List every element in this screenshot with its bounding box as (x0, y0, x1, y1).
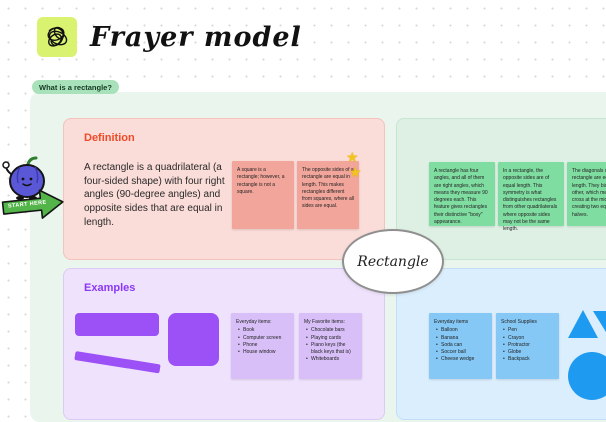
non-examples-panel[interactable]: Everyday items BalloonBananaSoda canSocc… (396, 268, 606, 420)
note-list-item: Pen (503, 327, 554, 335)
note-list-item: Whiteboards (306, 356, 357, 364)
sticky-note[interactable]: Everyday items BalloonBananaSoda canSocc… (429, 313, 492, 379)
blueberry-mascot-icon (2, 156, 45, 200)
tilted-rectangle-shape[interactable] (74, 351, 161, 374)
sticky-note[interactable]: The opposite sides of a rectangle are eq… (297, 161, 359, 229)
sticky-note[interactable]: School Supplies PenCrayonProtractorGlobe… (496, 313, 559, 379)
start-here-arrow[interactable]: START HERE (0, 185, 67, 226)
note-list-item: Globe (503, 349, 554, 357)
star-icon[interactable]: ★ (346, 149, 359, 165)
definition-panel[interactable]: Definition A rectangle is a quadrilatera… (63, 118, 385, 260)
note-list-item: Soda can (436, 342, 487, 350)
note-list-item: Book (238, 327, 289, 335)
sticky-note[interactable]: A rectangle has four angles, and all of … (429, 162, 495, 226)
inverted-triangle-shape[interactable] (593, 311, 606, 337)
note-title: School Supplies (501, 319, 537, 325)
definition-title: Definition (84, 132, 135, 144)
note-list-item: House window (238, 349, 289, 357)
note-list-item: Computer screen (238, 335, 289, 343)
note-list-item: Backpack (503, 356, 554, 364)
characteristics-panel[interactable]: A rectangle has four angles, and all of … (396, 118, 606, 260)
note-title: Everyday items: (236, 319, 272, 325)
note-list-item: Cheese wedge (436, 356, 487, 364)
sticky-note[interactable]: In a rectangle, the opposite sides are o… (498, 162, 564, 232)
definition-text[interactable]: A rectangle is a quadrilateral (a four-s… (84, 162, 225, 228)
section-label[interactable]: What is a rectangle? (32, 80, 119, 94)
sticky-note[interactable]: Everyday items: BookComputer screenPhone… (231, 313, 294, 379)
note-list-item: Playing cards (306, 335, 357, 343)
examples-title: Examples (84, 282, 136, 294)
note-list: BookComputer screenPhoneHouse window (236, 327, 289, 356)
note-title: My Favorite items: (304, 319, 345, 325)
note-list-item: Phone (238, 342, 289, 350)
circle-shape[interactable] (568, 352, 606, 400)
note-list-item: Piano keys (the black keys that is) (306, 342, 357, 357)
rounded-rectangle-shape[interactable] (168, 313, 219, 366)
note-list: BalloonBananaSoda canSoccer ballCheese w… (434, 327, 487, 364)
star-icon[interactable]: ★ (349, 164, 362, 180)
figjam-canvas: { "board": { "title": "Frayer model", "s… (0, 0, 606, 404)
note-list-item: Soccer ball (436, 349, 487, 357)
sticky-note[interactable]: My Favorite items: Chocolate barsPlaying… (299, 313, 362, 379)
center-term-label: Rectangle (357, 253, 429, 270)
blueberry-mascot[interactable] (2, 156, 58, 205)
note-list-item: Protractor (503, 342, 554, 350)
note-list-item: Balloon (436, 327, 487, 335)
note-title: Everyday items (434, 319, 469, 325)
note-list-item: Chocolate bars (306, 327, 357, 335)
center-term-ellipse[interactable]: Rectangle (342, 229, 444, 294)
sticky-note[interactable]: The diagonals of a rectangle are equal i… (567, 162, 606, 226)
note-list-item: Crayon (503, 335, 554, 343)
rectangle-shape[interactable] (75, 313, 159, 336)
doodle-thumbnail[interactable] (37, 17, 77, 57)
note-list: PenCrayonProtractorGlobeBackpack (501, 327, 554, 364)
page-title[interactable]: Frayer model (90, 22, 302, 53)
scribble-doodle-icon (47, 26, 68, 47)
note-list-item: Banana (436, 335, 487, 343)
sticky-note[interactable]: A square is a rectangle; however, a rect… (232, 161, 294, 229)
note-list: Chocolate barsPlaying cardsPiano keys (t… (304, 327, 357, 364)
examples-panel[interactable]: Examples Everyday items: BookComputer sc… (63, 268, 385, 420)
arrow-right-icon (1, 189, 64, 219)
